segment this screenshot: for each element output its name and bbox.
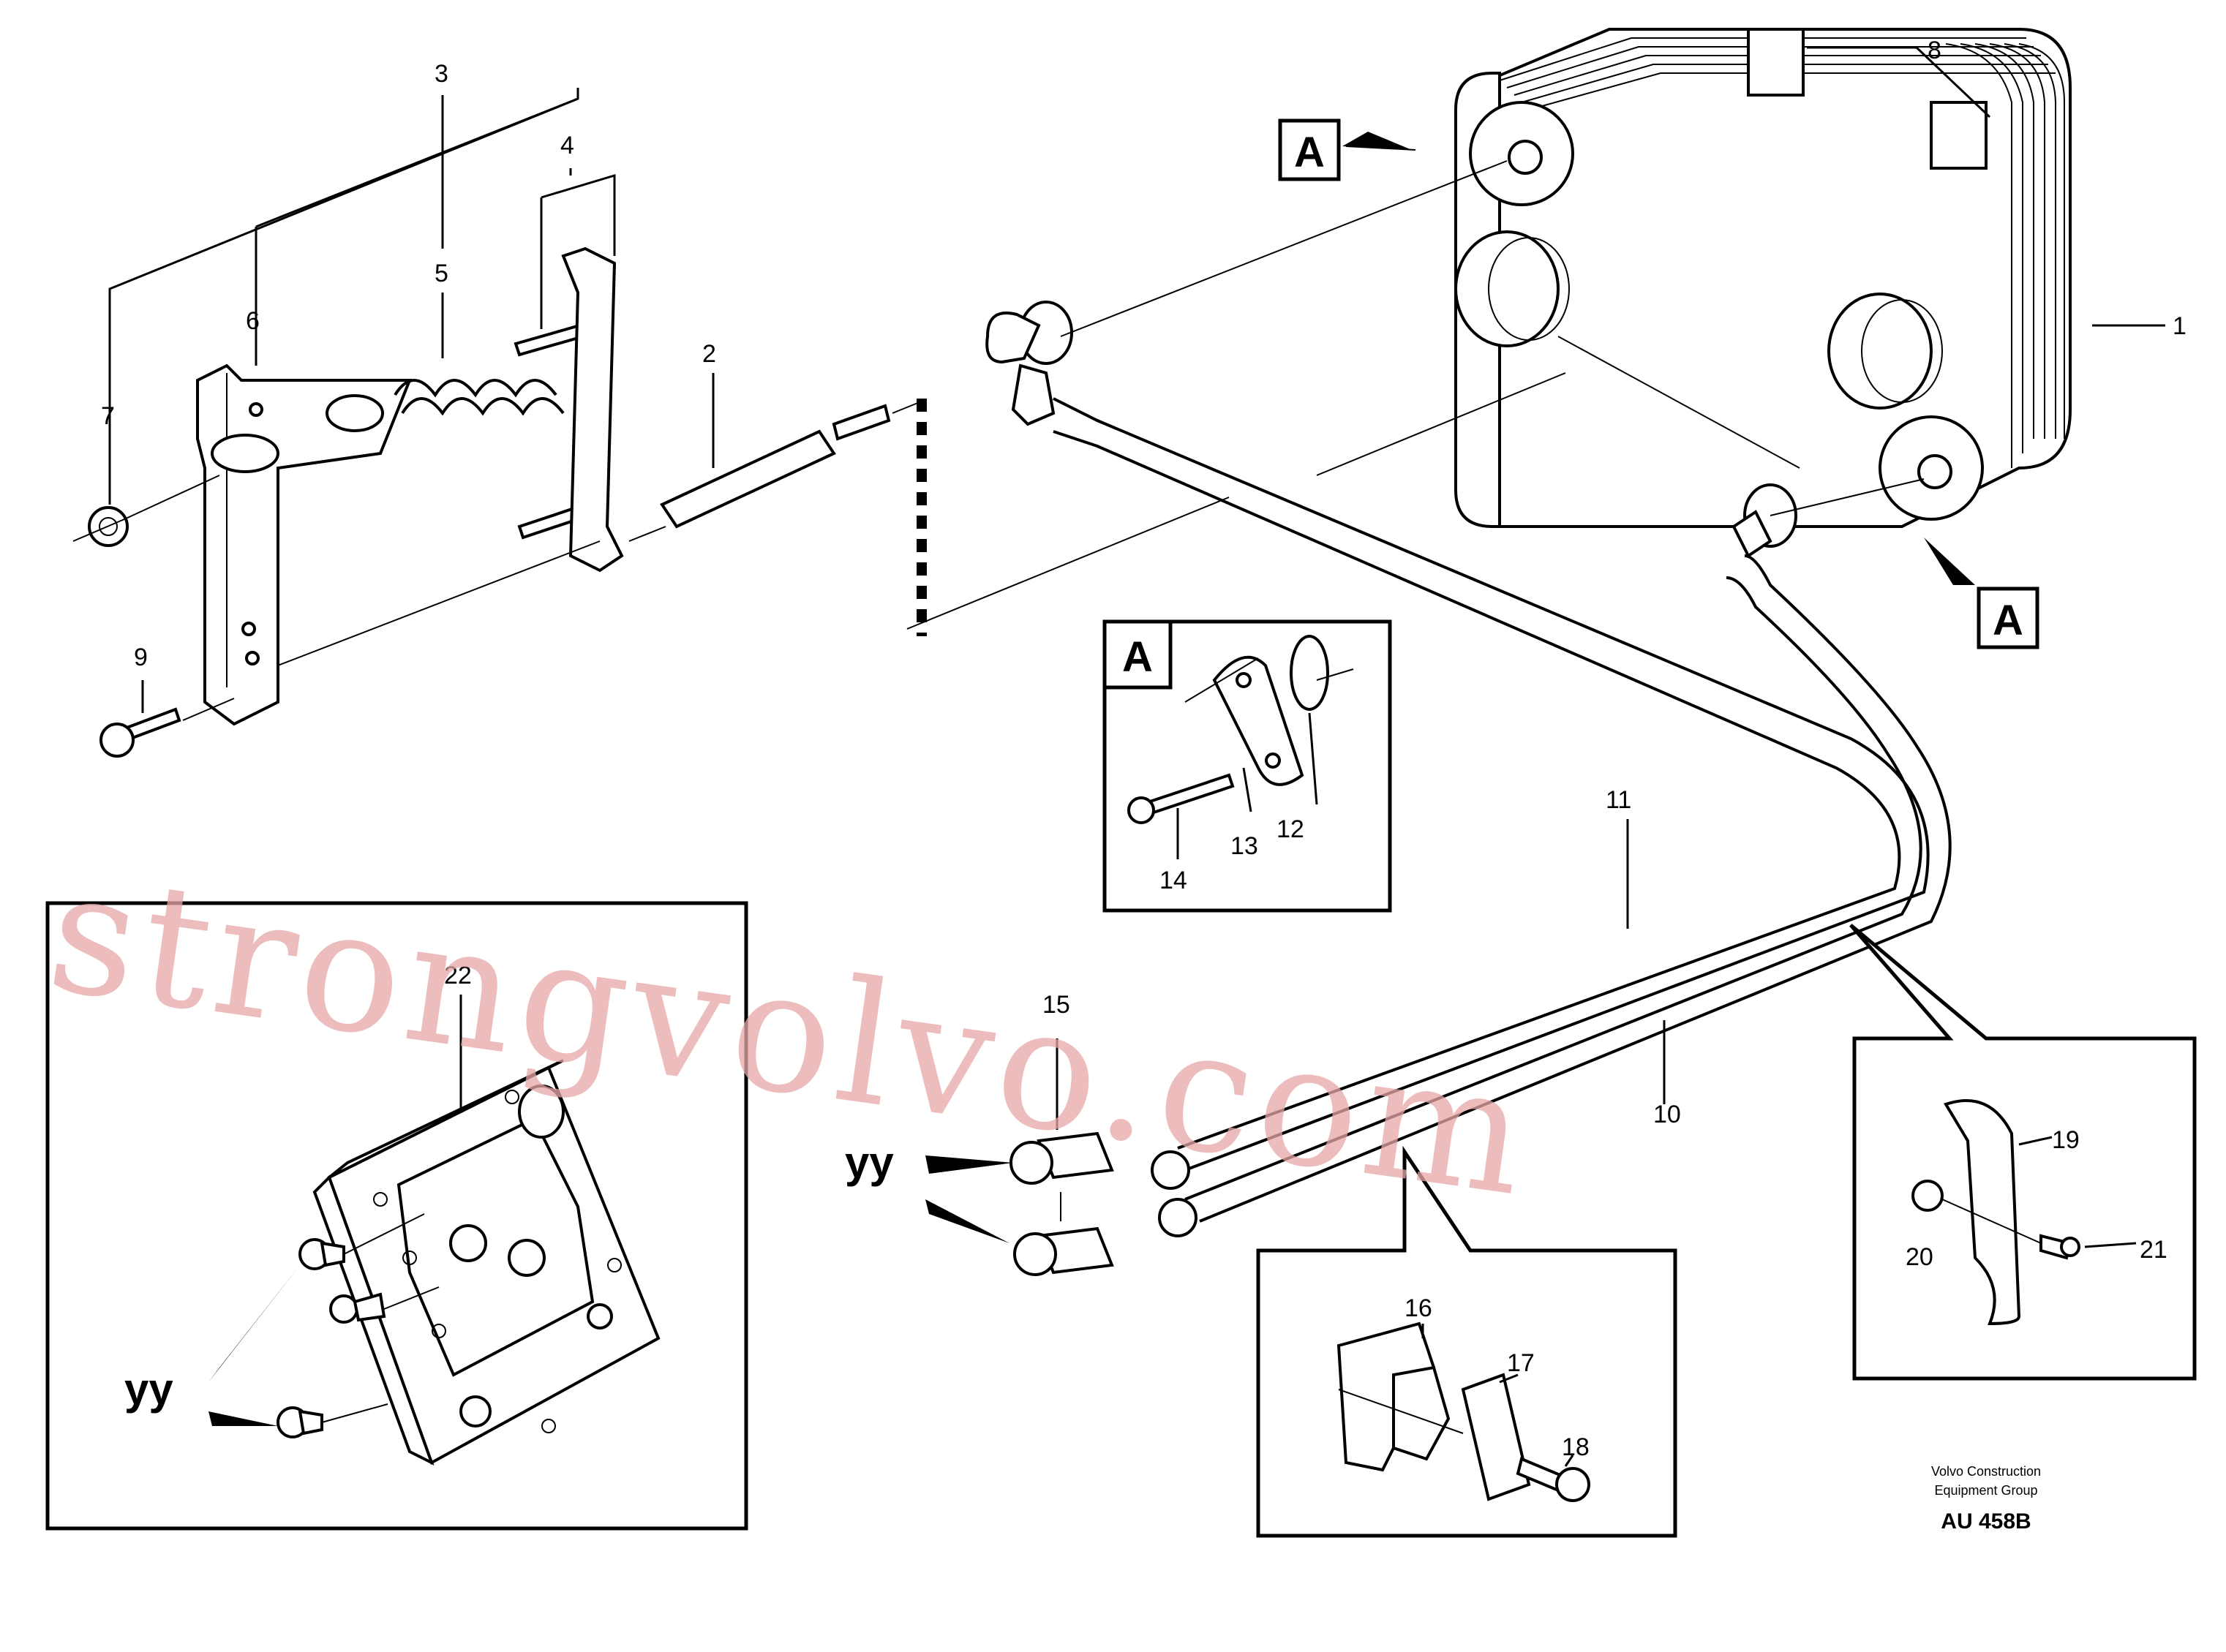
label-9: 9	[134, 644, 148, 671]
detail-a-inset: A	[1102, 619, 1392, 913]
label-14: 14	[1159, 867, 1187, 894]
footer-line-1: Volvo Construction	[1931, 1464, 2041, 1479]
label-19: 19	[2052, 1126, 2080, 1154]
valve-block-inset: yy	[45, 901, 748, 1531]
clamp-detail-inset	[1256, 1145, 1677, 1538]
label-15: 15	[1042, 991, 1070, 1019]
callout-a-top: A	[1060, 118, 1508, 337]
label-13: 13	[1230, 832, 1258, 860]
bracket-assembly	[72, 88, 1230, 758]
label-18: 18	[1562, 1433, 1590, 1461]
label-6: 6	[246, 307, 260, 335]
oil-cooler	[1316, 28, 2072, 528]
callout-a-right: A	[1770, 478, 2039, 649]
label-21: 21	[2140, 1236, 2167, 1264]
label-16: 16	[1405, 1294, 1432, 1322]
hoses	[985, 46, 2165, 1276]
part-number-labels: 1 2 3 4 5 6 7 8 9 10 11 12 13 14 15 16 1…	[101, 37, 2186, 1461]
label-4: 4	[560, 132, 574, 159]
label-17: 17	[1507, 1349, 1535, 1377]
drawing-code: AU 458B	[1941, 1509, 2031, 1534]
label-5: 5	[435, 260, 448, 287]
yy-label-left: yy	[124, 1365, 173, 1414]
detail-a-letter: A	[1122, 633, 1153, 681]
footer-line-2: Equipment Group	[1934, 1483, 2037, 1498]
label-8: 8	[1928, 37, 1941, 64]
label-2: 2	[702, 340, 716, 368]
label-12: 12	[1276, 815, 1304, 843]
label-7: 7	[101, 402, 115, 430]
callout-a-right-letter: A	[1993, 597, 2023, 644]
label-11: 11	[1606, 786, 1631, 814]
callout-a-top-letter: A	[1294, 129, 1325, 176]
label-20: 20	[1906, 1243, 1933, 1271]
label-22: 22	[444, 962, 472, 989]
yy-callout-middle: yy	[845, 1138, 1013, 1243]
diagram-footer: Volvo Construction Equipment Group AU 45…	[1931, 1464, 2041, 1534]
label-10: 10	[1653, 1101, 1681, 1128]
yy-label-middle: yy	[845, 1138, 894, 1187]
bracket-detail-inset	[1849, 924, 2197, 1381]
label-1: 1	[2173, 312, 2186, 340]
label-3: 3	[435, 60, 448, 88]
